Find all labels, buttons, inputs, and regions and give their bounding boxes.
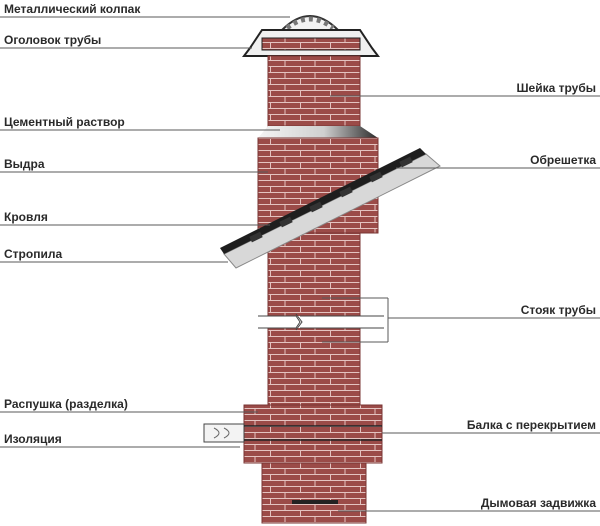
label-insulation: Изоляция bbox=[4, 432, 62, 446]
chimney-base bbox=[261, 462, 367, 524]
label-chimney-riser: Стояк трубы bbox=[521, 303, 596, 317]
label-metal-cap: Металлический колпак bbox=[4, 2, 141, 16]
lathing bbox=[249, 156, 413, 243]
label-fluffing: Распушка (разделка) bbox=[4, 397, 128, 411]
label-smoke-damper: Дымовая задвижка bbox=[481, 496, 596, 510]
label-chimney-neck: Шейка трубы bbox=[516, 81, 596, 95]
chimney-neck bbox=[267, 55, 361, 127]
label-otter: Выдра bbox=[4, 157, 45, 171]
label-cement-mortar: Цементный раствор bbox=[4, 115, 125, 129]
label-rafters: Стропила bbox=[4, 247, 62, 261]
leader-lines bbox=[0, 16, 600, 512]
fluffing-section bbox=[243, 404, 383, 464]
label-chimney-head: Оголовок трубы bbox=[4, 33, 101, 47]
chimney-head bbox=[242, 29, 380, 57]
metal-cap bbox=[279, 15, 341, 31]
label-lathing: Обрешетка bbox=[530, 153, 596, 167]
label-beam-ceiling: Балка с перекрытием bbox=[467, 418, 596, 432]
cement-mortar-band bbox=[258, 126, 378, 138]
insulation-beam bbox=[203, 423, 382, 443]
smoke-damper bbox=[292, 500, 338, 504]
label-roofing: Кровля bbox=[4, 210, 48, 224]
riser-break bbox=[258, 313, 384, 331]
